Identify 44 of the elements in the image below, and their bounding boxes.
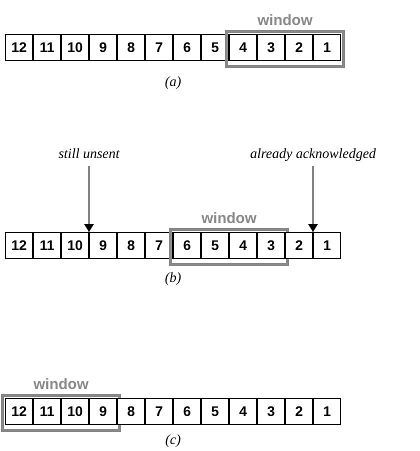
packet-cell: 2 (285, 34, 313, 61)
annotation-text: already acknowledged (233, 146, 393, 164)
packet-cell: 5 (201, 398, 229, 425)
packet-cell: 10 (61, 398, 89, 425)
packet-cell: 1 (313, 398, 341, 425)
packet-cell: 5 (201, 232, 229, 259)
subfigure-caption: (a) (164, 74, 182, 92)
subfigure-caption: (b) (164, 270, 182, 288)
packet-cell: 4 (229, 232, 257, 259)
arrow (308, 166, 318, 232)
packet-cell: 9 (89, 232, 117, 259)
packet-cell: 6 (173, 34, 201, 61)
packet-cell: 2 (285, 232, 313, 259)
packet-cell: 7 (145, 34, 173, 61)
packet-cell: 12 (5, 398, 33, 425)
packet-cell: 4 (229, 34, 257, 61)
packet-cell: 1 (313, 34, 341, 61)
arrow (84, 166, 94, 232)
packet-cell: 10 (61, 232, 89, 259)
packet-cell: 4 (229, 398, 257, 425)
window-heading: window (200, 209, 258, 229)
packet-cell: 11 (33, 398, 61, 425)
packet-cell: 9 (89, 398, 117, 425)
packet-cell: 7 (145, 398, 173, 425)
packet-cell: 3 (257, 232, 285, 259)
packet-cell: 8 (117, 34, 145, 61)
annotation-text: still unsent (44, 146, 134, 164)
packet-cell: 6 (173, 398, 201, 425)
subfigure-caption: (c) (164, 432, 182, 450)
packet-cell: 10 (61, 34, 89, 61)
packet-cell: 9 (89, 34, 117, 61)
packet-cell: 12 (5, 34, 33, 61)
packet-cell: 1 (313, 232, 341, 259)
packet-cell: 6 (173, 232, 201, 259)
window-heading: window (256, 11, 314, 31)
packet-cell: 3 (257, 398, 285, 425)
packet-cell: 8 (117, 398, 145, 425)
packet-cell: 3 (257, 34, 285, 61)
packet-cell: 2 (285, 398, 313, 425)
packet-cell: 11 (33, 232, 61, 259)
packet-cell: 8 (117, 232, 145, 259)
packet-cell: 11 (33, 34, 61, 61)
window-heading: window (32, 375, 90, 395)
packet-cell: 12 (5, 232, 33, 259)
